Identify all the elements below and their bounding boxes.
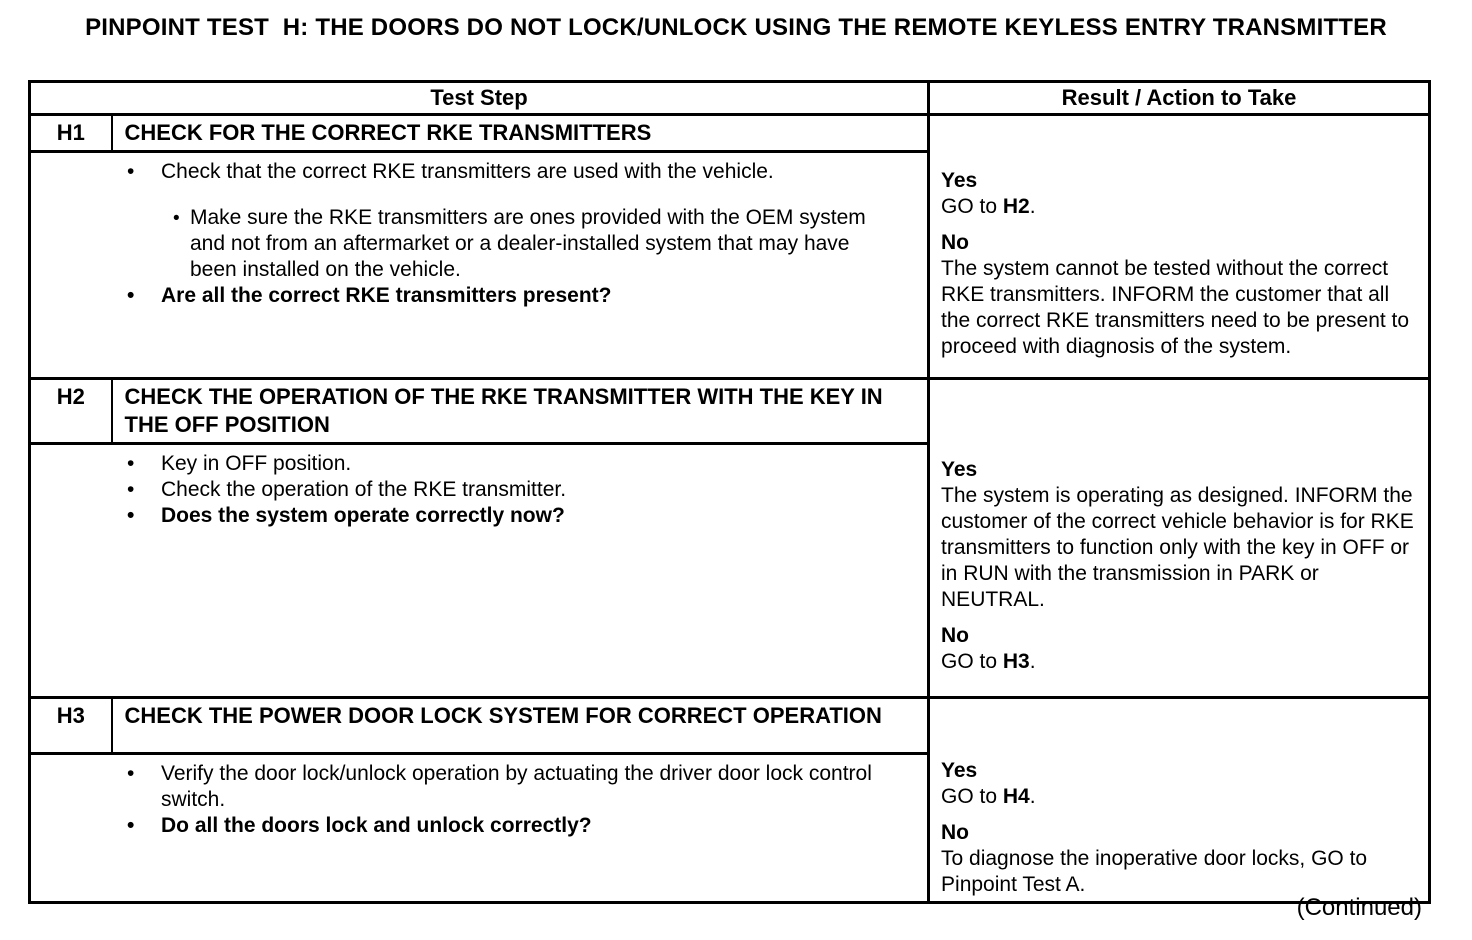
page-title: PINPOINT TEST H: THE DOORS DO NOT LOCK/U… bbox=[85, 14, 1387, 41]
continued-note: (Continued) bbox=[1296, 894, 1422, 921]
step-body-cell: • Check that the correct RKE transmitters… bbox=[30, 152, 929, 379]
goto-target: H3 bbox=[1002, 650, 1030, 673]
bullet-item: • Check the operation of the RKE transmit… bbox=[31, 477, 897, 503]
bullet-icon: • bbox=[127, 504, 135, 527]
bullet-list: • Check that the correct RKE transmitters… bbox=[31, 159, 897, 309]
bullet-text: Do all the doors lock and unlock correct… bbox=[161, 814, 592, 837]
result-yes-label: Yes bbox=[941, 168, 978, 192]
step-id: H3 bbox=[29, 696, 113, 755]
bullet-item-sub: • Make sure the RKE transmitters are ones… bbox=[31, 205, 897, 283]
step-h1-body-row: • Check that the correct RKE transmitters… bbox=[30, 152, 1430, 379]
result-goto-line: GO to H4. bbox=[941, 784, 1420, 810]
step-title: CHECK THE POWER DOOR LOCK SYSTEM FOR COR… bbox=[111, 696, 929, 755]
bullet-list: • Key in OFF position. • Check the operati… bbox=[31, 451, 897, 529]
bullet-text: Check that the correct RKE transmitters … bbox=[161, 160, 774, 183]
step-h2-title-row: H2 CHECK THE OPERATION OF THE RKE TRANSM… bbox=[29, 377, 1430, 698]
bullet-item-question: • Are all the correct RKE transmitters pr… bbox=[31, 283, 897, 309]
result-yes-block: Yes The system is operating as designed.… bbox=[941, 457, 1420, 613]
step-id: H1 bbox=[29, 113, 113, 153]
step-title: CHECK THE OPERATION OF THE RKE TRANSMITT… bbox=[111, 377, 929, 445]
bullet-item-question: • Do all the doors lock and unlock correc… bbox=[31, 813, 897, 839]
bullet-list: • Verify the door lock/unlock operation b… bbox=[31, 761, 897, 839]
result-cell: Yes The system is operating as designed.… bbox=[927, 377, 1430, 698]
step-id: H2 bbox=[29, 377, 113, 445]
result-no-label: No bbox=[941, 821, 970, 844]
result-no-block: No GO to H3. bbox=[941, 623, 1420, 675]
goto-prefix: GO to bbox=[941, 785, 1003, 808]
step-h3-title-row: H3 CHECK THE POWER DOOR LOCK SYSTEM FOR … bbox=[29, 696, 1430, 903]
bullet-text: Check the operation of the RKE transmitt… bbox=[161, 478, 567, 501]
goto-suffix: . bbox=[1029, 194, 1036, 218]
step-body-cell: • Verify the door lock/unlock operation b… bbox=[30, 754, 929, 903]
result-cell: Yes GO to H4. No To diagnose the inopera… bbox=[927, 696, 1430, 903]
goto-suffix: . bbox=[1029, 650, 1036, 673]
result-yes-label: Yes bbox=[941, 759, 978, 782]
bullet-text: Are all the correct RKE transmitters pre… bbox=[161, 284, 612, 307]
bullet-icon: • bbox=[127, 762, 135, 785]
bullet-icon: • bbox=[173, 208, 180, 229]
result-yes-block: Yes GO to H2. bbox=[941, 168, 1420, 220]
result-cell: Yes GO to H2. No The system cannot be te… bbox=[927, 113, 1430, 379]
result-no-text: To diagnose the inoperative door locks, … bbox=[941, 847, 1368, 896]
goto-prefix: GO to bbox=[941, 194, 1003, 218]
table-header-row: Test Step Result / Action to Take bbox=[29, 81, 1430, 116]
step-body-cell: • Key in OFF position. • Check the operati… bbox=[30, 444, 929, 698]
column-header-result: Result / Action to Take bbox=[927, 81, 1430, 116]
bullet-text: Make sure the RKE transmitters are ones … bbox=[190, 206, 866, 281]
step-h1-title-row: H1 CHECK FOR THE CORRECT RKE TRANSMITTER… bbox=[29, 113, 1430, 379]
pinpoint-test-table: Test Step Result / Action to Take H1 CHE… bbox=[28, 80, 1432, 904]
result-yes-block: Yes GO to H4. bbox=[941, 758, 1420, 810]
bullet-icon: • bbox=[127, 452, 135, 475]
bullet-text: Verify the door lock/unlock operation by… bbox=[161, 762, 872, 811]
bullet-text: Does the system operate correctly now? bbox=[161, 504, 565, 527]
bullet-icon: • bbox=[127, 478, 135, 501]
goto-prefix: GO to bbox=[941, 650, 1003, 673]
bullet-icon: • bbox=[127, 814, 135, 837]
step-h3-body-row: • Verify the door lock/unlock operation b… bbox=[30, 754, 1430, 903]
step-title: CHECK FOR THE CORRECT RKE TRANSMITTERS bbox=[111, 113, 929, 153]
step-h2-body-row: • Key in OFF position. • Check the operati… bbox=[30, 444, 1430, 698]
bullet-icon: • bbox=[127, 160, 135, 183]
goto-target: H2 bbox=[1002, 194, 1030, 218]
result-yes-label: Yes bbox=[941, 458, 978, 481]
bullet-item: • Check that the correct RKE transmitters… bbox=[31, 159, 897, 185]
bullet-item-question: • Does the system operate correctly now? bbox=[31, 503, 897, 529]
result-goto-line: GO to H3. bbox=[941, 649, 1420, 675]
bullet-item: • Verify the door lock/unlock operation b… bbox=[31, 761, 897, 813]
result-no-label: No bbox=[941, 624, 970, 647]
result-yes-text: The system is operating as designed. INF… bbox=[941, 484, 1414, 611]
result-no-block: No The system cannot be tested without t… bbox=[941, 230, 1420, 360]
result-no-text: The system cannot be tested without the … bbox=[941, 256, 1410, 358]
result-no-block: No To diagnose the inoperative door lock… bbox=[941, 820, 1420, 898]
bullet-text: Key in OFF position. bbox=[161, 452, 352, 475]
bullet-icon: • bbox=[127, 284, 135, 307]
result-no-label: No bbox=[941, 230, 970, 254]
goto-target: H4 bbox=[1002, 785, 1030, 808]
bullet-item: • Key in OFF position. bbox=[31, 451, 897, 477]
column-header-test-step: Test Step bbox=[29, 81, 929, 116]
goto-suffix: . bbox=[1029, 785, 1036, 808]
result-goto-line: GO to H2. bbox=[941, 194, 1420, 220]
